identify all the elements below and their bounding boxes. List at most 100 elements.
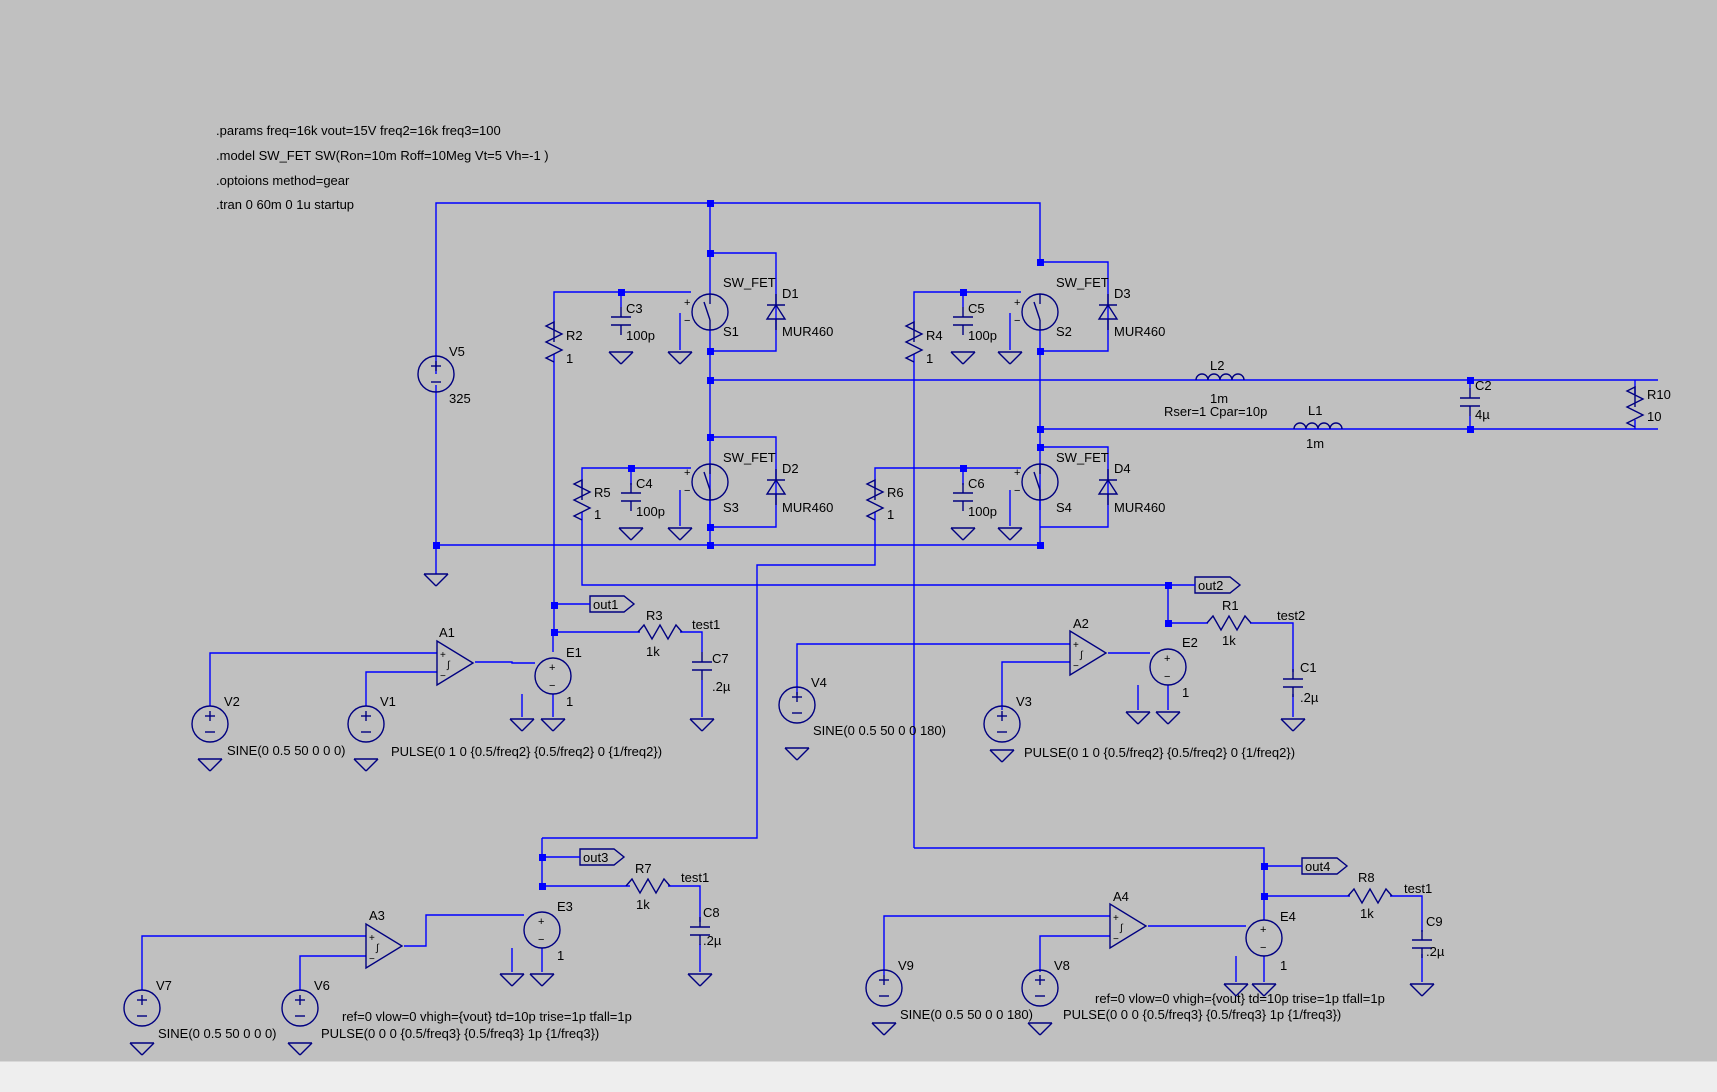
- vcvs-e1[interactable]: E1 1: [534, 645, 582, 709]
- svg-text:A4: A4: [1113, 889, 1129, 904]
- resistor-r4[interactable]: R4 1: [905, 321, 943, 366]
- comparator-params-a3: ref=0 vlow=0 vhigh={vout} td=10p trise=1…: [342, 1009, 632, 1024]
- net-label-out1[interactable]: out1: [554, 595, 636, 613]
- resistor-r7[interactable]: R7 1k: [625, 861, 671, 912]
- capacitor-c1[interactable]: C1 .2µ: [1282, 660, 1319, 705]
- svg-text:S4: S4: [1056, 500, 1072, 515]
- svg-text:PULSE(0 1 0 {0.5/freq2} {0.5/f: PULSE(0 1 0 {0.5/freq2} {0.5/freq2} 0 {1…: [1024, 745, 1295, 760]
- svg-text:out4: out4: [1305, 859, 1330, 874]
- capacitor-c3[interactable]: C3 100p: [610, 301, 655, 343]
- svg-text:SW_FET: SW_FET: [1056, 450, 1109, 465]
- switch-s4[interactable]: SW_FET S4: [1013, 450, 1109, 515]
- resistor-r3[interactable]: R3 1k: [637, 608, 683, 659]
- svg-text:1m: 1m: [1210, 391, 1228, 406]
- capacitor-c6[interactable]: C6 100p: [952, 476, 997, 519]
- svg-text:out1: out1: [593, 597, 618, 612]
- diode-d3[interactable]: D3 MUR460: [1098, 286, 1165, 339]
- svg-text:V2: V2: [224, 694, 240, 709]
- ground-symbol: [197, 758, 223, 772]
- switch-s2[interactable]: SW_FET S2: [1013, 275, 1109, 339]
- svg-text:A2: A2: [1073, 616, 1089, 631]
- svg-text:325: 325: [449, 391, 471, 406]
- svg-text:C7: C7: [712, 651, 729, 666]
- inductor-l2[interactable]: L2 1m Rser=1 Cpar=10p: [1164, 358, 1267, 419]
- capacitor-c7[interactable]: C7 .2µ: [691, 651, 731, 694]
- svg-text:SW_FET: SW_FET: [723, 275, 776, 290]
- vcvs-e2[interactable]: E2 1: [1149, 635, 1198, 700]
- vcvs-e4[interactable]: E4 1: [1245, 909, 1296, 973]
- vcvs-e3[interactable]: E3 1: [523, 899, 573, 963]
- svg-text:1: 1: [566, 351, 573, 366]
- svg-text:MUR460: MUR460: [1114, 500, 1165, 515]
- svg-text:V8: V8: [1054, 958, 1070, 973]
- svg-text:R6: R6: [887, 485, 904, 500]
- svg-text:out3: out3: [583, 850, 608, 865]
- svg-text:C4: C4: [636, 476, 653, 491]
- capacitor-c2[interactable]: C2 4µ: [1459, 378, 1492, 422]
- svg-text:D4: D4: [1114, 461, 1131, 476]
- switch-s1[interactable]: SW_FET S1: [683, 275, 776, 339]
- resistor-r5[interactable]: R5 1: [573, 479, 611, 522]
- source-v8[interactable]: V8 PULSE(0 0 0 {0.5/freq3} {0.5/freq3} 1…: [1021, 958, 1341, 1022]
- resistor-r10[interactable]: R10 10: [1626, 386, 1671, 428]
- svg-text:MUR460: MUR460: [782, 324, 833, 339]
- source-v4[interactable]: V4 SINE(0 0.5 50 0 0 180): [778, 675, 946, 738]
- svg-text:SINE(0 0.5 50 0 0 0): SINE(0 0.5 50 0 0 0): [227, 743, 346, 758]
- spice-directives[interactable]: .params freq=16k vout=15V freq2=16k freq…: [216, 123, 549, 212]
- svg-text:MUR460: MUR460: [782, 500, 833, 515]
- directive-tran[interactable]: .tran 0 60m 0 1u startup: [216, 197, 354, 212]
- diode-d2[interactable]: D2 MUR460: [766, 461, 833, 515]
- svg-text:100p: 100p: [626, 328, 655, 343]
- capacitor-c4[interactable]: C4 100p: [620, 476, 665, 519]
- svg-text:1k: 1k: [646, 644, 660, 659]
- svg-text:R2: R2: [566, 328, 583, 343]
- svg-text:R4: R4: [926, 328, 943, 343]
- resistor-r2[interactable]: R2 1: [545, 321, 583, 366]
- ground-symbol: [784, 747, 810, 761]
- resistor-r8[interactable]: R8 1k: [1347, 870, 1393, 921]
- svg-text:1k: 1k: [1222, 633, 1236, 648]
- directive-options[interactable]: .optoions method=gear: [216, 173, 350, 188]
- comparator-a2[interactable]: A2: [1069, 616, 1107, 676]
- comparator-a1[interactable]: A1: [436, 625, 474, 686]
- net-label-out4[interactable]: out4: [1264, 857, 1349, 875]
- directive-params[interactable]: .params freq=16k vout=15V freq2=16k freq…: [216, 123, 501, 138]
- source-v2[interactable]: V2 SINE(0 0.5 50 0 0 0): [191, 694, 346, 758]
- directive-model[interactable]: .model SW_FET SW(Ron=10m Roff=10Meg Vt=5…: [216, 148, 549, 163]
- resistor-r6[interactable]: R6 1: [866, 479, 904, 522]
- comparator-a4[interactable]: A4: [1109, 889, 1147, 949]
- svg-text:SINE(0 0.5 50 0 0 0): SINE(0 0.5 50 0 0 0): [158, 1026, 277, 1041]
- ground-symbol: [689, 718, 715, 732]
- svg-text:Rser=1 Cpar=10p: Rser=1 Cpar=10p: [1164, 404, 1267, 419]
- source-v3[interactable]: V3 PULSE(0 1 0 {0.5/freq2} {0.5/freq2} 0…: [983, 694, 1295, 760]
- svg-text:V4: V4: [811, 675, 827, 690]
- diode-d4[interactable]: D4 MUR460: [1098, 461, 1165, 515]
- svg-text:C8: C8: [703, 905, 720, 920]
- capacitor-c8[interactable]: C8 .2µ: [689, 905, 722, 948]
- resistor-r1[interactable]: R1 1k: [1206, 598, 1252, 648]
- svg-text:R1: R1: [1222, 598, 1239, 613]
- inductor-l1[interactable]: L1 1m: [1293, 403, 1343, 451]
- source-v6[interactable]: V6 PULSE(0 0 0 {0.5/freq3} {0.5/freq3} 1…: [281, 978, 599, 1041]
- ground-symbol: [667, 527, 693, 541]
- svg-text:.2µ: .2µ: [1300, 690, 1319, 705]
- net-label-test1-a: test1: [692, 617, 720, 632]
- capacitor-c9[interactable]: C9 .2µ: [1411, 914, 1445, 959]
- source-v1[interactable]: V1 PULSE(0 1 0 {0.5/freq2} {0.5/freq2} 0…: [347, 694, 662, 759]
- svg-text:PULSE(0 0 0 {0.5/freq3} {0.5/f: PULSE(0 0 0 {0.5/freq3} {0.5/freq3} 1p {…: [321, 1026, 599, 1041]
- capacitor-c5[interactable]: C5 100p: [952, 301, 997, 343]
- ground-symbol: [499, 973, 525, 987]
- svg-text:R7: R7: [635, 861, 652, 876]
- svg-text:R10: R10: [1647, 387, 1671, 402]
- net-label-out2[interactable]: out2: [1168, 576, 1242, 594]
- diode-d1[interactable]: D1 MUR460: [766, 286, 833, 339]
- net-label-out3[interactable]: out3: [542, 848, 626, 866]
- switch-s3[interactable]: SW_FET S3: [683, 450, 776, 515]
- source-v7[interactable]: V7 SINE(0 0.5 50 0 0 0): [123, 978, 277, 1041]
- ground-symbol: [129, 1042, 155, 1056]
- source-v5[interactable]: V5 325: [417, 344, 471, 406]
- source-v9[interactable]: V9 SINE(0 0.5 50 0 0 180): [865, 958, 1033, 1022]
- comparator-a3[interactable]: A3: [365, 908, 403, 969]
- wires: [141, 202, 1658, 990]
